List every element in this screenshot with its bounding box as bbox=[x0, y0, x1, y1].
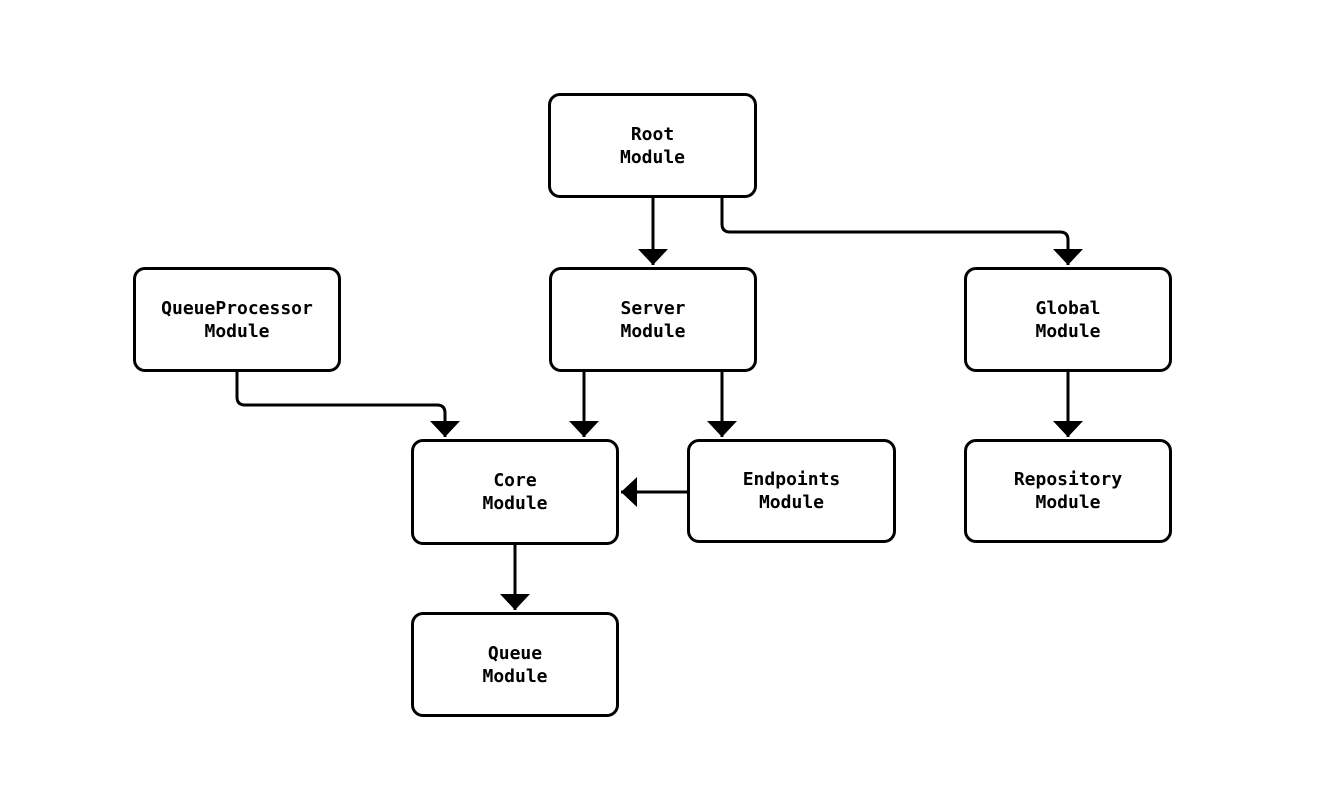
node-label-line: Core bbox=[493, 470, 537, 491]
node-label-line: QueueProcessor bbox=[161, 297, 313, 319]
node-label-line: Module bbox=[619, 146, 686, 168]
edge-root-to-global bbox=[720, 198, 1083, 265]
node-label-line: Module bbox=[482, 493, 548, 514]
node-label-line: Module bbox=[758, 492, 824, 513]
node-label-line: Queue bbox=[487, 642, 543, 664]
node-label-line: Module bbox=[620, 320, 686, 342]
node-label-line: Endpoints bbox=[742, 469, 841, 490]
edge-queueprocessor-to-core bbox=[235, 372, 460, 437]
node-label-line: Server bbox=[620, 297, 686, 319]
node-label-line: Module bbox=[1035, 492, 1101, 513]
node-label-line: Repository bbox=[1013, 469, 1123, 490]
node-label-line: Module bbox=[482, 665, 548, 687]
node-label-line: Global bbox=[1035, 297, 1101, 319]
node-label-line: Module bbox=[204, 320, 270, 342]
node-label-line: Root bbox=[630, 123, 675, 145]
node-label-line: Module bbox=[1035, 320, 1101, 342]
